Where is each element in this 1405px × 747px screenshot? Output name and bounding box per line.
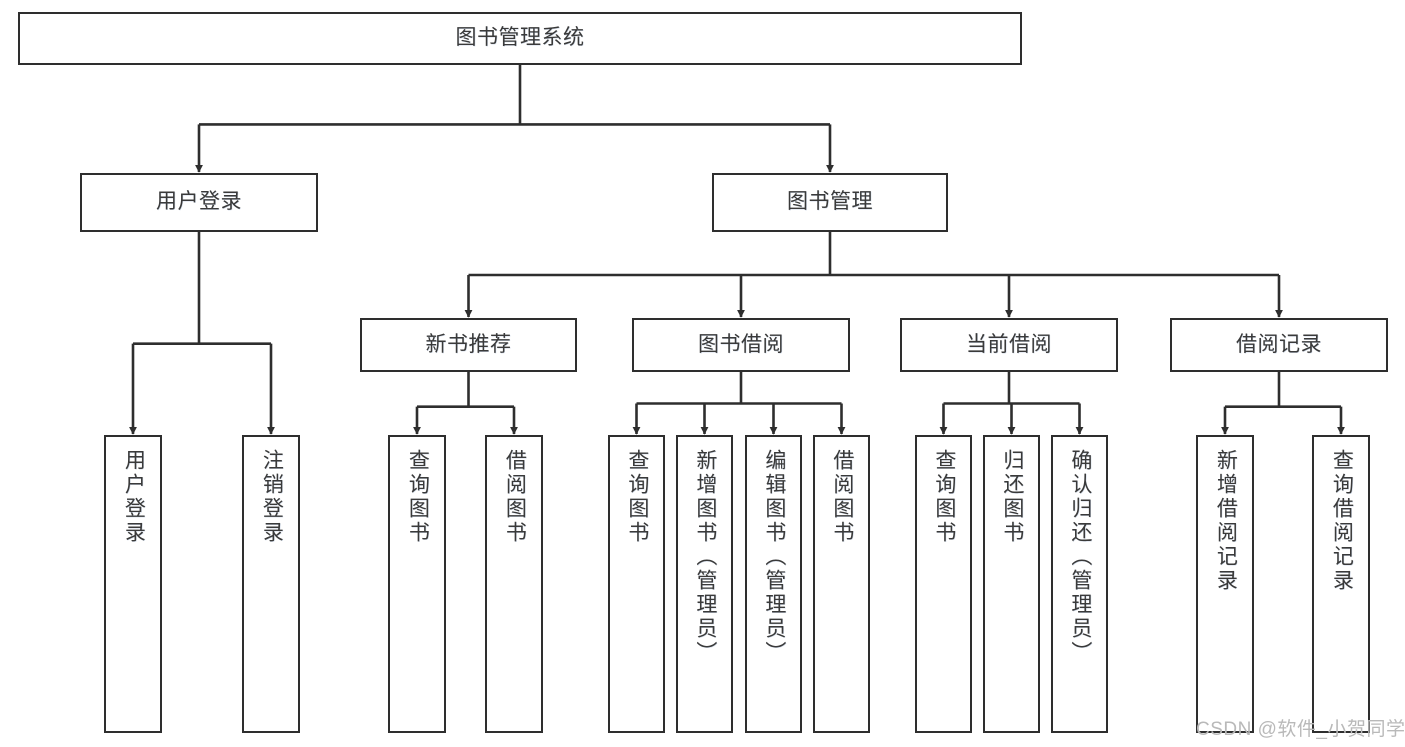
node-leaf_borrow_book_b[interactable]: 借阅图书 bbox=[813, 435, 870, 733]
node-label: 查询图书 bbox=[625, 449, 649, 545]
node-leaf_query_book_a[interactable]: 查询图书 bbox=[388, 435, 446, 733]
node-leaf_user_logout[interactable]: 注销登录 bbox=[242, 435, 300, 733]
node-user_login[interactable]: 用户登录 bbox=[80, 173, 318, 232]
node-leaf_confirm_ret[interactable]: 确认归还（管理员） bbox=[1051, 435, 1108, 733]
node-leaf_return_book[interactable]: 归还图书 bbox=[983, 435, 1040, 733]
node-label: 用户登录 bbox=[156, 190, 242, 214]
node-label: 借阅记录 bbox=[1236, 332, 1322, 356]
node-leaf_add_record[interactable]: 新增借阅记录 bbox=[1196, 435, 1254, 733]
node-label: 当前借阅 bbox=[966, 332, 1052, 356]
node-new_book_rec[interactable]: 新书推荐 bbox=[360, 318, 577, 372]
node-leaf_user_login[interactable]: 用户登录 bbox=[104, 435, 162, 733]
node-label: 查询图书 bbox=[932, 449, 956, 545]
node-label: 新增借阅记录 bbox=[1214, 449, 1238, 593]
node-label: 查询图书 bbox=[406, 449, 430, 545]
node-leaf_query_record[interactable]: 查询借阅记录 bbox=[1312, 435, 1370, 733]
node-current_borrow[interactable]: 当前借阅 bbox=[900, 318, 1118, 372]
node-borrow_record[interactable]: 借阅记录 bbox=[1170, 318, 1388, 372]
node-book_manage[interactable]: 图书管理 bbox=[712, 173, 948, 232]
node-label: 图书管理 bbox=[787, 190, 873, 214]
node-label: 注销登录 bbox=[260, 449, 284, 545]
node-label: 查询借阅记录 bbox=[1330, 449, 1354, 593]
node-book_borrow[interactable]: 图书借阅 bbox=[632, 318, 850, 372]
node-leaf_edit_book[interactable]: 编辑图书（管理员） bbox=[745, 435, 802, 733]
node-label: 新增图书（管理员） bbox=[693, 449, 717, 665]
node-label: 用户登录 bbox=[122, 449, 146, 545]
node-label: 图书借阅 bbox=[698, 332, 784, 356]
node-leaf_query_book_b[interactable]: 查询图书 bbox=[608, 435, 665, 733]
node-label: 归还图书 bbox=[1000, 449, 1024, 545]
node-leaf_add_book[interactable]: 新增图书（管理员） bbox=[676, 435, 733, 733]
node-leaf_query_book_c[interactable]: 查询图书 bbox=[915, 435, 972, 733]
node-label: 借阅图书 bbox=[830, 449, 854, 545]
node-leaf_borrow_book_a[interactable]: 借阅图书 bbox=[485, 435, 543, 733]
node-label: 新书推荐 bbox=[425, 332, 512, 356]
node-label: 编辑图书（管理员） bbox=[762, 449, 786, 665]
node-label: 图书管理系统 bbox=[455, 26, 585, 50]
node-root[interactable]: 图书管理系统 bbox=[18, 12, 1022, 65]
node-label: 借阅图书 bbox=[503, 449, 527, 545]
node-label: 确认归还（管理员） bbox=[1068, 449, 1092, 665]
watermark-label: CSDN @软件_小贺同学 bbox=[1196, 719, 1405, 740]
